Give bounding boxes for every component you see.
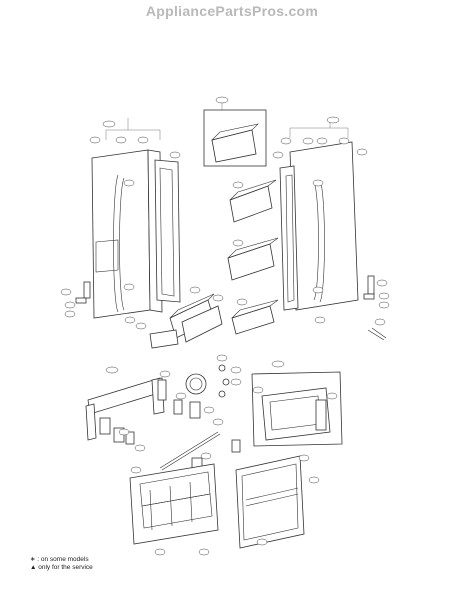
left-fridge-door: [91, 149, 181, 319]
legend-line-some-models: ∗ : on some models: [30, 556, 93, 564]
left-door-callouts: [89, 118, 181, 291]
legend-some-models-text: : on some models: [37, 556, 89, 563]
drawer-rail-parts: [113, 392, 241, 482]
legend-line-service: ▲ only for the service: [30, 564, 93, 572]
door-bin-lower: [227, 237, 279, 281]
door-bin-upper: [229, 179, 277, 223]
freezer-drawer-basket: [129, 452, 219, 556]
right-fridge-door: [279, 141, 359, 311]
center-bins: [135, 286, 279, 349]
drawer-frame-right: [251, 360, 343, 447]
legend-service-text: only for the service: [38, 564, 93, 571]
freezer-drawer-front: [235, 454, 320, 549]
asterisk-symbol: ∗: [30, 556, 36, 563]
left-hinge-parts: [60, 281, 136, 324]
drawer-frame-left: [85, 366, 171, 441]
watermark-text: AppliancePartsPros.com: [145, 3, 319, 19]
legend: ∗ : on some models ▲ only for the servic…: [30, 556, 93, 572]
ice-maker-gear-parts: [185, 354, 242, 398]
right-hinge-parts: [363, 275, 390, 341]
right-door-callouts: [272, 116, 368, 324]
triangle-symbol: ▲: [30, 564, 37, 571]
top-dairy-basket: [203, 96, 267, 167]
